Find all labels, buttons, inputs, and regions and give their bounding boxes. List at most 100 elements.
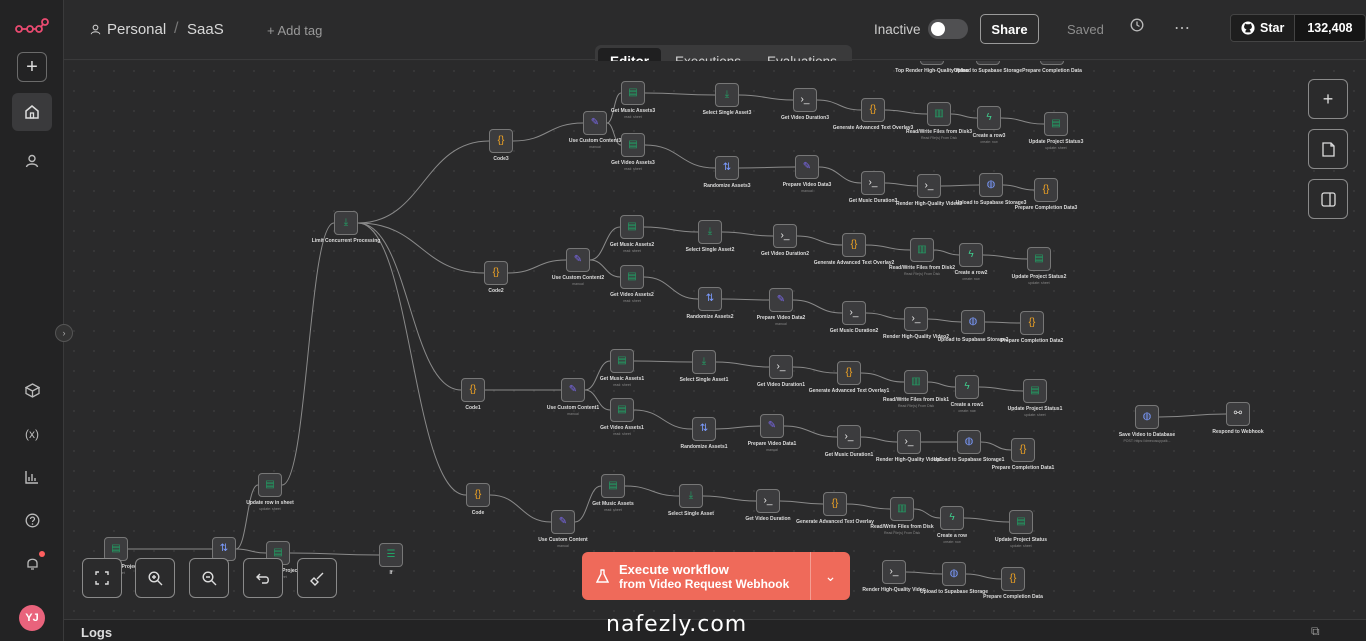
workflow-node[interactable]: ▤ bbox=[621, 81, 645, 105]
workflow-node[interactable]: ▤ bbox=[620, 265, 644, 289]
workflow-node[interactable]: ▤ bbox=[621, 133, 645, 157]
workflow-node[interactable]: ϟ bbox=[940, 506, 964, 530]
fit-view-button[interactable] bbox=[82, 558, 122, 598]
workflow-node[interactable]: {} bbox=[1034, 178, 1058, 202]
workflow-node[interactable]: ›_ bbox=[861, 171, 885, 195]
workflow-node[interactable]: ▤ bbox=[1027, 247, 1051, 271]
execute-workflow-button[interactable]: Execute workflow from Video Request Webh… bbox=[582, 552, 850, 600]
workflow-node[interactable]: {} bbox=[837, 361, 861, 385]
avatar[interactable]: YJ bbox=[19, 605, 45, 631]
sidebar-item-insights[interactable] bbox=[12, 458, 52, 496]
workflow-node[interactable]: ›_ bbox=[882, 560, 906, 584]
workflow-node[interactable]: ✎ bbox=[795, 155, 819, 179]
workflow-node[interactable]: ▥ bbox=[904, 370, 928, 394]
share-button[interactable]: Share bbox=[980, 14, 1039, 44]
workflow-node[interactable]: ▤ bbox=[1023, 379, 1047, 403]
workflow-node[interactable]: {} bbox=[1001, 567, 1025, 591]
workflow-node[interactable]: {} bbox=[466, 483, 490, 507]
workflow-node[interactable]: ⚯ bbox=[1226, 402, 1250, 426]
workflow-node[interactable]: ›_ bbox=[904, 307, 928, 331]
workflow-node[interactable]: ▤ bbox=[610, 398, 634, 422]
workflow-node[interactable]: {} bbox=[1040, 61, 1064, 65]
workflow-node[interactable]: {} bbox=[861, 98, 885, 122]
sidebar-item-home[interactable] bbox=[12, 93, 52, 131]
github-star-button[interactable]: Star bbox=[1231, 15, 1295, 41]
sidebar-collapse-button[interactable]: › bbox=[55, 324, 73, 342]
workflow-node[interactable]: ▥ bbox=[890, 497, 914, 521]
workflow-node[interactable]: ›_ bbox=[920, 61, 944, 65]
workflow-node[interactable]: ◍ bbox=[957, 430, 981, 454]
zoom-out-button[interactable] bbox=[189, 558, 229, 598]
workflow-node[interactable]: ⤓ bbox=[692, 350, 716, 374]
workflow-node[interactable]: {} bbox=[484, 261, 508, 285]
workflow-node[interactable]: ⇅ bbox=[692, 417, 716, 441]
workflow-node[interactable]: ▤ bbox=[258, 473, 282, 497]
create-button[interactable]: + bbox=[17, 52, 47, 82]
workflow-node[interactable]: ›_ bbox=[756, 489, 780, 513]
workflow-node[interactable]: ϟ bbox=[959, 243, 983, 267]
breadcrumb-project[interactable]: Personal bbox=[90, 21, 166, 38]
workflow-node[interactable]: ◍ bbox=[976, 61, 1000, 65]
workflow-node[interactable]: ▤ bbox=[1009, 510, 1033, 534]
workflow-node[interactable]: ›_ bbox=[793, 88, 817, 112]
workflow-node[interactable]: ✎ bbox=[561, 378, 585, 402]
execute-main[interactable]: Execute workflow from Video Request Webh… bbox=[582, 552, 810, 600]
sidebar-item-help[interactable] bbox=[12, 501, 52, 539]
workflow-node[interactable]: ◍ bbox=[1135, 405, 1159, 429]
workflow-node[interactable]: ⤓ bbox=[679, 484, 703, 508]
workflow-node[interactable]: ϟ bbox=[977, 106, 1001, 130]
workflow-node[interactable]: ✎ bbox=[769, 288, 793, 312]
workflow-node[interactable]: ⤓ bbox=[334, 211, 358, 235]
workflow-node[interactable]: ›_ bbox=[837, 425, 861, 449]
more-options-icon[interactable]: ⋯ bbox=[1174, 20, 1190, 37]
workflow-node[interactable]: {} bbox=[461, 378, 485, 402]
execute-trigger-dropdown[interactable]: ⌄ bbox=[810, 552, 850, 600]
sidebar-item-variables[interactable]: (x) bbox=[12, 415, 52, 453]
workflow-node[interactable]: ▥ bbox=[927, 102, 951, 126]
undo-button[interactable] bbox=[243, 558, 283, 598]
workflow-node[interactable]: ◍ bbox=[961, 310, 985, 334]
workflow-node[interactable]: ◍ bbox=[942, 562, 966, 586]
sidebar-item-templates[interactable] bbox=[12, 371, 52, 409]
workflow-node[interactable]: ›_ bbox=[917, 174, 941, 198]
workflow-node[interactable]: ✎ bbox=[566, 248, 590, 272]
workflow-node[interactable]: ›_ bbox=[773, 224, 797, 248]
workflow-node[interactable]: ▤ bbox=[610, 349, 634, 373]
history-icon[interactable] bbox=[1130, 18, 1144, 37]
workflow-node[interactable]: ›_ bbox=[842, 301, 866, 325]
workflow-canvas[interactable]: ⤓Limit Concurrent Processing{}Code3✎Use … bbox=[64, 61, 1366, 619]
workflow-node[interactable]: ⇅ bbox=[698, 287, 722, 311]
workflow-node[interactable]: {} bbox=[842, 233, 866, 257]
workflow-node[interactable]: ▤ bbox=[601, 474, 625, 498]
workflow-node[interactable]: {} bbox=[823, 492, 847, 516]
workflow-node[interactable]: ⤓ bbox=[698, 220, 722, 244]
workflow-node[interactable]: {} bbox=[489, 129, 513, 153]
workflow-node[interactable]: ϟ bbox=[955, 375, 979, 399]
logs-panel[interactable]: Logs ⧉ bbox=[64, 619, 1366, 641]
sticky-note-button[interactable] bbox=[1308, 129, 1348, 169]
workflow-node[interactable]: ◍ bbox=[979, 173, 1003, 197]
toggle-panel-button[interactable] bbox=[1308, 179, 1348, 219]
workflow-node[interactable]: ⤓ bbox=[715, 83, 739, 107]
workflow-node[interactable]: ▤ bbox=[1044, 112, 1068, 136]
workflow-node[interactable]: ✎ bbox=[583, 111, 607, 135]
workflow-node[interactable]: ⇅ bbox=[715, 156, 739, 180]
breadcrumb-workflow[interactable]: SaaS bbox=[187, 21, 224, 38]
workflow-node[interactable]: {} bbox=[1011, 438, 1035, 462]
workflow-node[interactable]: ☰ bbox=[379, 543, 403, 567]
workflow-node[interactable]: ✎ bbox=[760, 414, 784, 438]
add-tag-button[interactable]: + Add tag bbox=[267, 23, 323, 38]
n8n-logo-icon[interactable] bbox=[15, 18, 49, 36]
sidebar-item-personal[interactable] bbox=[12, 142, 52, 180]
workflow-node[interactable]: ✎ bbox=[551, 510, 575, 534]
tidy-up-button[interactable] bbox=[297, 558, 337, 598]
workflow-node[interactable]: ›_ bbox=[897, 430, 921, 454]
workflow-node[interactable]: ▤ bbox=[620, 215, 644, 239]
active-toggle[interactable] bbox=[928, 19, 968, 39]
github-star-widget[interactable]: Star 132,408 bbox=[1230, 14, 1366, 42]
zoom-in-button[interactable] bbox=[135, 558, 175, 598]
workflow-node[interactable]: {} bbox=[1020, 311, 1044, 335]
expand-logs-icon[interactable]: ⧉ bbox=[1311, 624, 1320, 638]
workflow-node[interactable]: ›_ bbox=[769, 355, 793, 379]
workflow-node[interactable]: ▥ bbox=[910, 238, 934, 262]
